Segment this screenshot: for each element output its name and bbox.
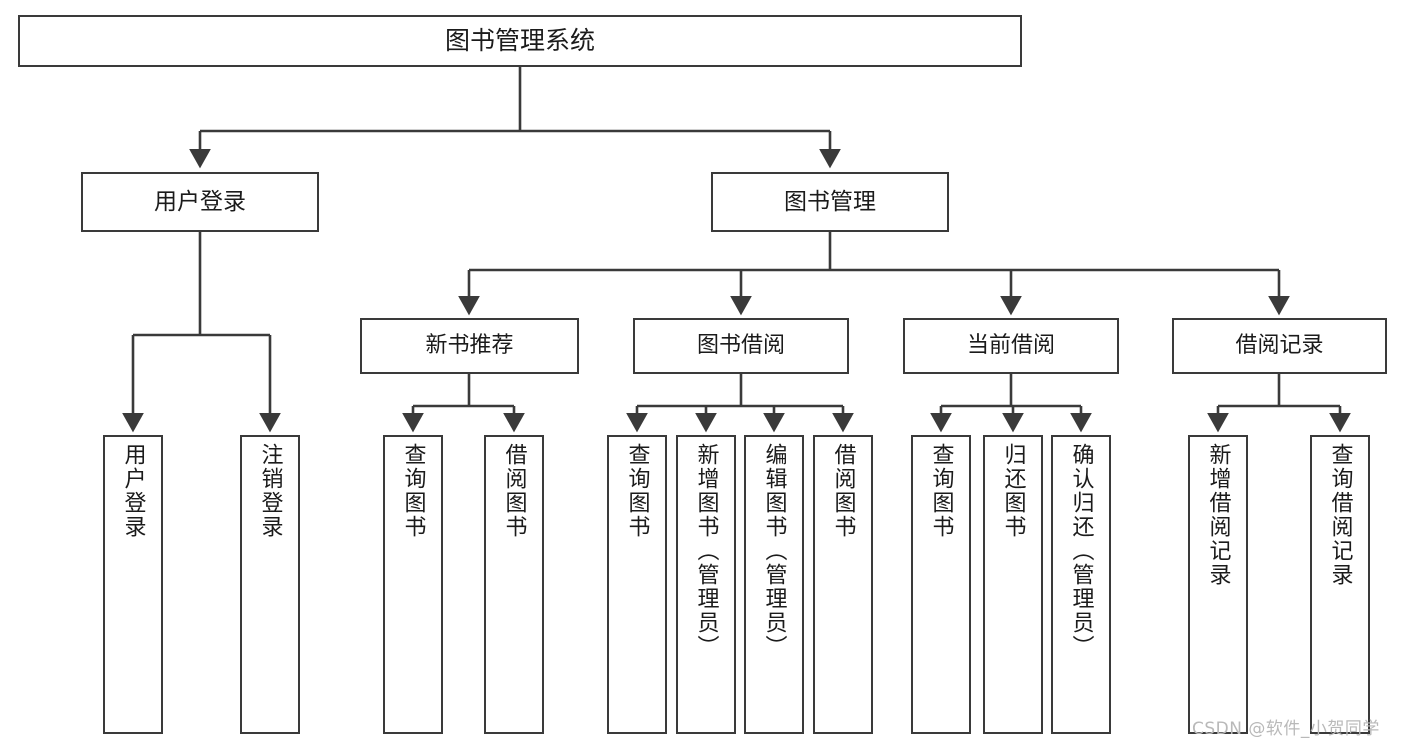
node-root[interactable]: 图书管理系统 — [18, 15, 1022, 67]
leaf-borrow-book-rec-label: 借阅图书 — [501, 443, 527, 539]
leaf-borrow-book-bb[interactable]: 借阅图书 — [813, 435, 873, 734]
leaf-query-book-bb-label: 查询图书 — [624, 443, 650, 539]
leaf-return-book[interactable]: 归还图书 — [983, 435, 1043, 734]
leaf-confirm-return-admin[interactable]: 确认归还（管理员） — [1051, 435, 1111, 734]
node-root-label: 图书管理系统 — [444, 25, 595, 55]
leaf-query-borrow-record[interactable]: 查询借阅记录 — [1310, 435, 1370, 734]
node-book-management-label: 图书管理 — [784, 188, 876, 215]
node-user-login[interactable]: 用户登录 — [81, 172, 319, 232]
leaf-add-borrow-record-label: 新增借阅记录 — [1205, 443, 1231, 587]
leaf-logout[interactable]: 注销登录 — [240, 435, 300, 734]
leaf-add-book-admin-label: 新增图书（管理员） — [693, 443, 719, 659]
node-user-login-label: 用户登录 — [154, 188, 246, 215]
csdn-watermark: CSDN @软件_小贺同学 — [1192, 719, 1380, 739]
leaf-query-borrow-record-label: 查询借阅记录 — [1327, 443, 1353, 587]
node-current-borrow[interactable]: 当前借阅 — [903, 318, 1119, 374]
leaf-borrow-book-rec[interactable]: 借阅图书 — [484, 435, 544, 734]
leaf-query-book-cb[interactable]: 查询图书 — [911, 435, 971, 734]
leaf-edit-book-admin-label: 编辑图书（管理员） — [761, 443, 787, 659]
leaf-add-borrow-record[interactable]: 新增借阅记录 — [1188, 435, 1248, 734]
leaf-borrow-book-bb-label: 借阅图书 — [830, 443, 856, 539]
leaf-add-book-admin[interactable]: 新增图书（管理员） — [676, 435, 736, 734]
leaf-user-login[interactable]: 用户登录 — [103, 435, 163, 734]
node-borrow-record[interactable]: 借阅记录 — [1172, 318, 1387, 374]
leaf-edit-book-admin[interactable]: 编辑图书（管理员） — [744, 435, 804, 734]
leaf-query-book-bb[interactable]: 查询图书 — [607, 435, 667, 734]
node-book-management[interactable]: 图书管理 — [711, 172, 949, 232]
leaf-query-book-rec[interactable]: 查询图书 — [383, 435, 443, 734]
leaf-query-book-cb-label: 查询图书 — [928, 443, 954, 539]
leaf-logout-label: 注销登录 — [257, 443, 283, 539]
node-new-book-recommend-label: 新书推荐 — [425, 332, 514, 358]
leaf-confirm-return-admin-label: 确认归还（管理员） — [1068, 443, 1094, 659]
leaf-return-book-label: 归还图书 — [1000, 443, 1026, 539]
node-current-borrow-label: 当前借阅 — [966, 332, 1055, 358]
leaf-query-book-rec-label: 查询图书 — [400, 443, 426, 539]
node-book-borrow-label: 图书借阅 — [696, 332, 785, 358]
leaf-user-login-label: 用户登录 — [120, 443, 146, 539]
node-new-book-recommend[interactable]: 新书推荐 — [360, 318, 579, 374]
node-book-borrow[interactable]: 图书借阅 — [633, 318, 849, 374]
node-borrow-record-label: 借阅记录 — [1235, 332, 1324, 358]
